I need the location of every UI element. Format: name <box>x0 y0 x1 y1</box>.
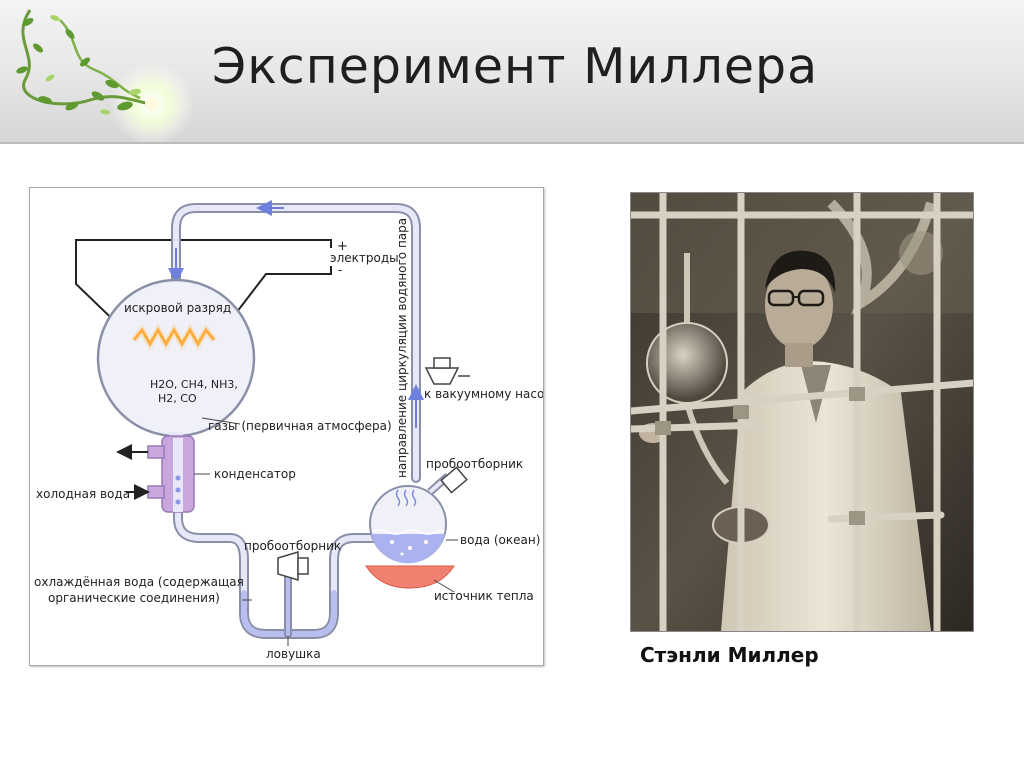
label-sampler-top: пробоотборник <box>426 457 523 471</box>
ocean-flask <box>369 466 468 564</box>
condenser <box>147 435 195 513</box>
label-sampler-bottom: пробоотборник <box>244 539 341 553</box>
miller-apparatus-diagram: искровой разряд H2O, CH4, NH3, H2, CO + … <box>29 187 544 666</box>
label-trap: ловушка <box>266 647 321 661</box>
vine-decoration <box>16 9 194 142</box>
label-spark: искровой разряд <box>124 301 231 315</box>
label-cooled-water-1: охлаждённая вода (содержащая <box>34 575 244 589</box>
electrode-wires <box>75 239 332 339</box>
label-condenser: конденсатор <box>214 467 296 481</box>
label-vapor-direction: направление циркуляции водяного пара <box>395 218 409 478</box>
label-gases-formula-2: H2, CO <box>158 392 197 405</box>
photo-caption: Стэнли Миллер <box>640 643 819 667</box>
photo-illustration <box>631 193 973 631</box>
label-electrodes: электроды <box>330 251 399 265</box>
label-cold-water: холодная вода <box>36 487 130 501</box>
label-heat-source: источник тепла <box>434 589 534 603</box>
leader-lines <box>194 417 458 646</box>
label-cooled-water-2: органические соединения) <box>48 591 220 605</box>
vacuum-valve <box>424 357 470 385</box>
label-vacuum-pump: к вакуумному насо <box>424 387 543 401</box>
stanley-miller-photo <box>630 192 974 632</box>
label-electrode-plus: + <box>337 239 348 254</box>
heat-source <box>365 565 455 589</box>
vapor-tube <box>171 203 421 639</box>
page-title: Эксперимент Миллера <box>212 38 819 95</box>
trap-sampler-valve <box>277 550 309 582</box>
label-gases: газы (первичная атмосфера) <box>208 419 392 433</box>
label-water-ocean: вода (океан) <box>460 533 540 547</box>
label-electrode-minus: - <box>338 263 342 277</box>
diagram-canvas: искровой разряд H2O, CH4, NH3, H2, CO + … <box>34 200 543 661</box>
label-gases-formula-1: H2O, CH4, NH3, <box>150 378 238 391</box>
slide-header: Эксперимент Миллера <box>0 0 1024 144</box>
